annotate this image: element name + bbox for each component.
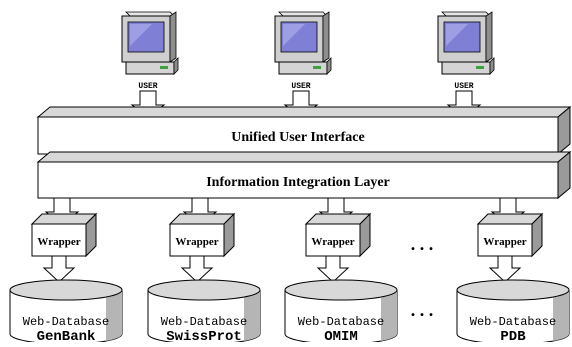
database-name: OMIM [324,329,358,342]
wrapper-2: Wrapper [168,197,236,283]
database-icon [456,279,570,345]
database-swissprot: Web-Database SwissProt [147,279,261,345]
database-label: Web-Database [23,315,109,329]
database-icon [9,279,123,345]
user-label: USER [138,82,157,91]
wrapper-label: Wrapper [311,236,354,248]
database-icon [284,279,398,345]
wrapper-4: Wrapper [476,197,544,283]
user-node-3: USER [437,11,495,118]
wrapper-label: Wrapper [483,236,526,248]
unified-ui-layer: Unified User Interface [36,105,572,156]
database-name: SwissProt [166,329,242,342]
database-label: Web-Database [298,315,384,329]
wrapper-label: Wrapper [37,236,80,248]
computer-icon [121,11,179,75]
ellipsis-wrappers: . . . [411,234,434,254]
wrapper-3: Wrapper [304,197,372,283]
user-label: USER [454,82,473,91]
wrapper-1: Wrapper [30,197,98,283]
user-label: USER [291,82,310,91]
unified-ui-label: Unified User Interface [231,130,365,145]
database-label: Web-Database [161,315,247,329]
database-name: PDB [500,329,526,342]
database-omim: Web-Database OMIM [284,279,398,345]
database-genbank: Web-Database GenBank [9,279,123,345]
database-label: Web-Database [470,315,556,329]
ellipsis-databases: . . . [411,300,434,320]
computer-icon [437,11,495,75]
user-node-2: USER [274,11,332,118]
computer-icon [274,11,332,75]
database-name: GenBank [37,329,96,342]
integration-layer: Information Integration Layer [36,150,572,200]
database-pdb: Web-Database PDB [456,279,570,345]
database-icon [147,279,261,345]
user-node-1: USER [121,11,179,118]
wrapper-label: Wrapper [175,236,218,248]
integration-label: Information Integration Layer [206,175,390,190]
